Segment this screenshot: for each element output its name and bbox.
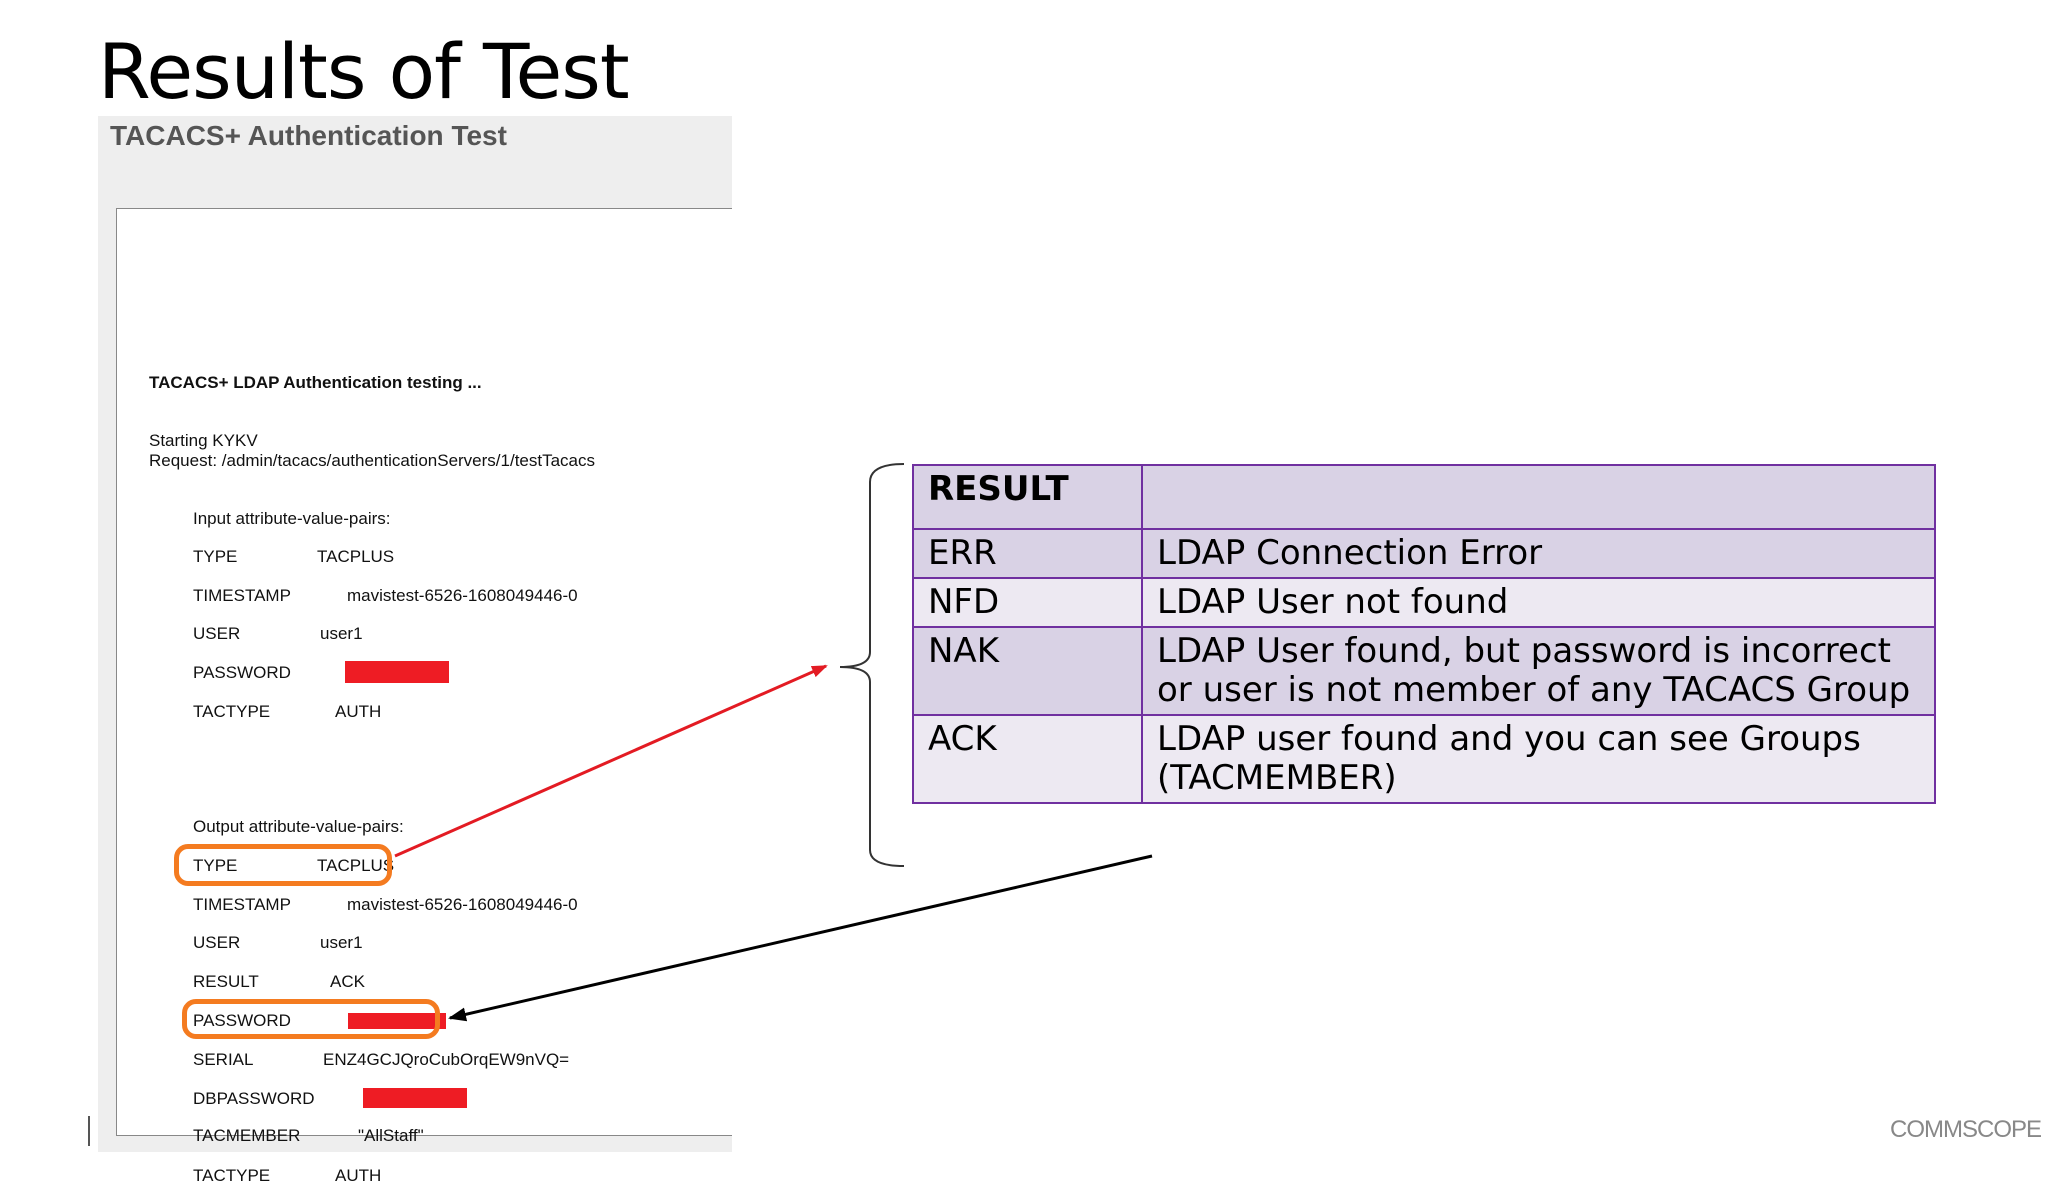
output-key-tacmember: TACMEMBER: [193, 1126, 301, 1145]
test-output-panel: TACACS+ LDAP Authentication testing ... …: [116, 208, 732, 1185]
input-value-timestamp: mavistest-6526-1608049446-0: [347, 586, 578, 605]
tacmember-highlight: [182, 999, 440, 1039]
output-value-tactype: AUTH: [335, 1166, 382, 1185]
table-row: ERR LDAP Connection Error: [912, 528, 1936, 579]
table-row: NAK LDAP User found, but password is inc…: [912, 626, 1936, 716]
input-key-tactype: TACTYPE: [193, 702, 271, 721]
output-key-timestamp: TIMESTAMP: [193, 895, 291, 914]
output-key-type: TYPE: [193, 856, 238, 875]
dbpassword-redaction: [363, 1088, 467, 1108]
red-arrow: [394, 664, 828, 858]
starting-line: Starting KYKV: [149, 431, 258, 450]
screenshot-header: TACACS+ Authentication Test: [110, 120, 507, 151]
input-value-type: TACPLUS: [317, 547, 395, 566]
table-row: ACK LDAP user found and you can see Grou…: [912, 714, 1936, 804]
output-key-tactype: TACTYPE: [193, 1166, 271, 1185]
output-key-serial: SERIAL: [193, 1050, 254, 1069]
output-key-user: USER: [193, 933, 241, 952]
test-screenshot: TACACS+ Authentication Test TACACS+ LDAP…: [98, 116, 732, 1185]
table-cell-code: NFD: [912, 577, 1143, 628]
table-header-code: RESULT: [912, 464, 1143, 530]
output-key-result: RESULT: [193, 972, 259, 991]
input-value-user: user1: [320, 624, 363, 643]
table-cell-code: ACK: [912, 714, 1143, 804]
edge-mark: [88, 1116, 90, 1146]
output-value-tacmember: "AllStaff": [358, 1126, 424, 1145]
input-key-type: TYPE: [193, 547, 238, 566]
password-redaction: [348, 1013, 446, 1029]
input-value-tactype: AUTH: [335, 702, 382, 721]
curly-brace: [839, 463, 905, 867]
output-key-password: PASSWORD: [193, 1011, 291, 1030]
result-code-table: RESULT ERR LDAP Connection Error NFD LDA…: [912, 464, 1936, 804]
output-value-type: TACPLUS: [317, 856, 395, 875]
output-value-serial: ENZ4GCJQroCubOrqEW9nVQ=: [323, 1050, 570, 1069]
output-value-timestamp: mavistest-6526-1608049446-0: [347, 895, 578, 914]
slide-title: Results of Test: [98, 27, 630, 116]
table-row: NFD LDAP User not found: [912, 577, 1936, 628]
input-key-timestamp: TIMESTAMP: [193, 586, 291, 605]
output-heading: Output attribute-value-pairs:: [193, 817, 404, 836]
table-cell-description: LDAP Connection Error: [1141, 528, 1936, 579]
table-cell-description: LDAP User not found: [1141, 577, 1936, 628]
output-key-dbpassword: DBPASSWORD: [193, 1089, 315, 1108]
table-cell-description: LDAP user found and you can see Groups (…: [1141, 714, 1936, 804]
annotation-arrows: [394, 664, 1153, 1022]
table-header-description: [1141, 464, 1936, 530]
testing-line: TACACS+ LDAP Authentication testing ...: [149, 373, 482, 392]
password-redaction: [345, 661, 449, 683]
input-key-password: PASSWORD: [193, 663, 291, 682]
output-value-result: ACK: [330, 972, 365, 991]
table-cell-code: ERR: [912, 528, 1143, 579]
input-heading: Input attribute-value-pairs:: [193, 509, 391, 528]
table-cell-description: LDAP User found, but password is incorre…: [1141, 626, 1936, 716]
input-key-user: USER: [193, 624, 241, 643]
commscope-logo: COMMSCOPE: [1890, 1116, 2042, 1143]
output-value-user: user1: [320, 933, 363, 952]
table-header-row: RESULT: [912, 464, 1936, 530]
black-arrow: [448, 854, 1153, 1022]
request-line: Request: /admin/tacacs/authenticationSer…: [149, 451, 596, 470]
table-cell-code: NAK: [912, 626, 1143, 716]
result-highlight: [174, 844, 392, 886]
